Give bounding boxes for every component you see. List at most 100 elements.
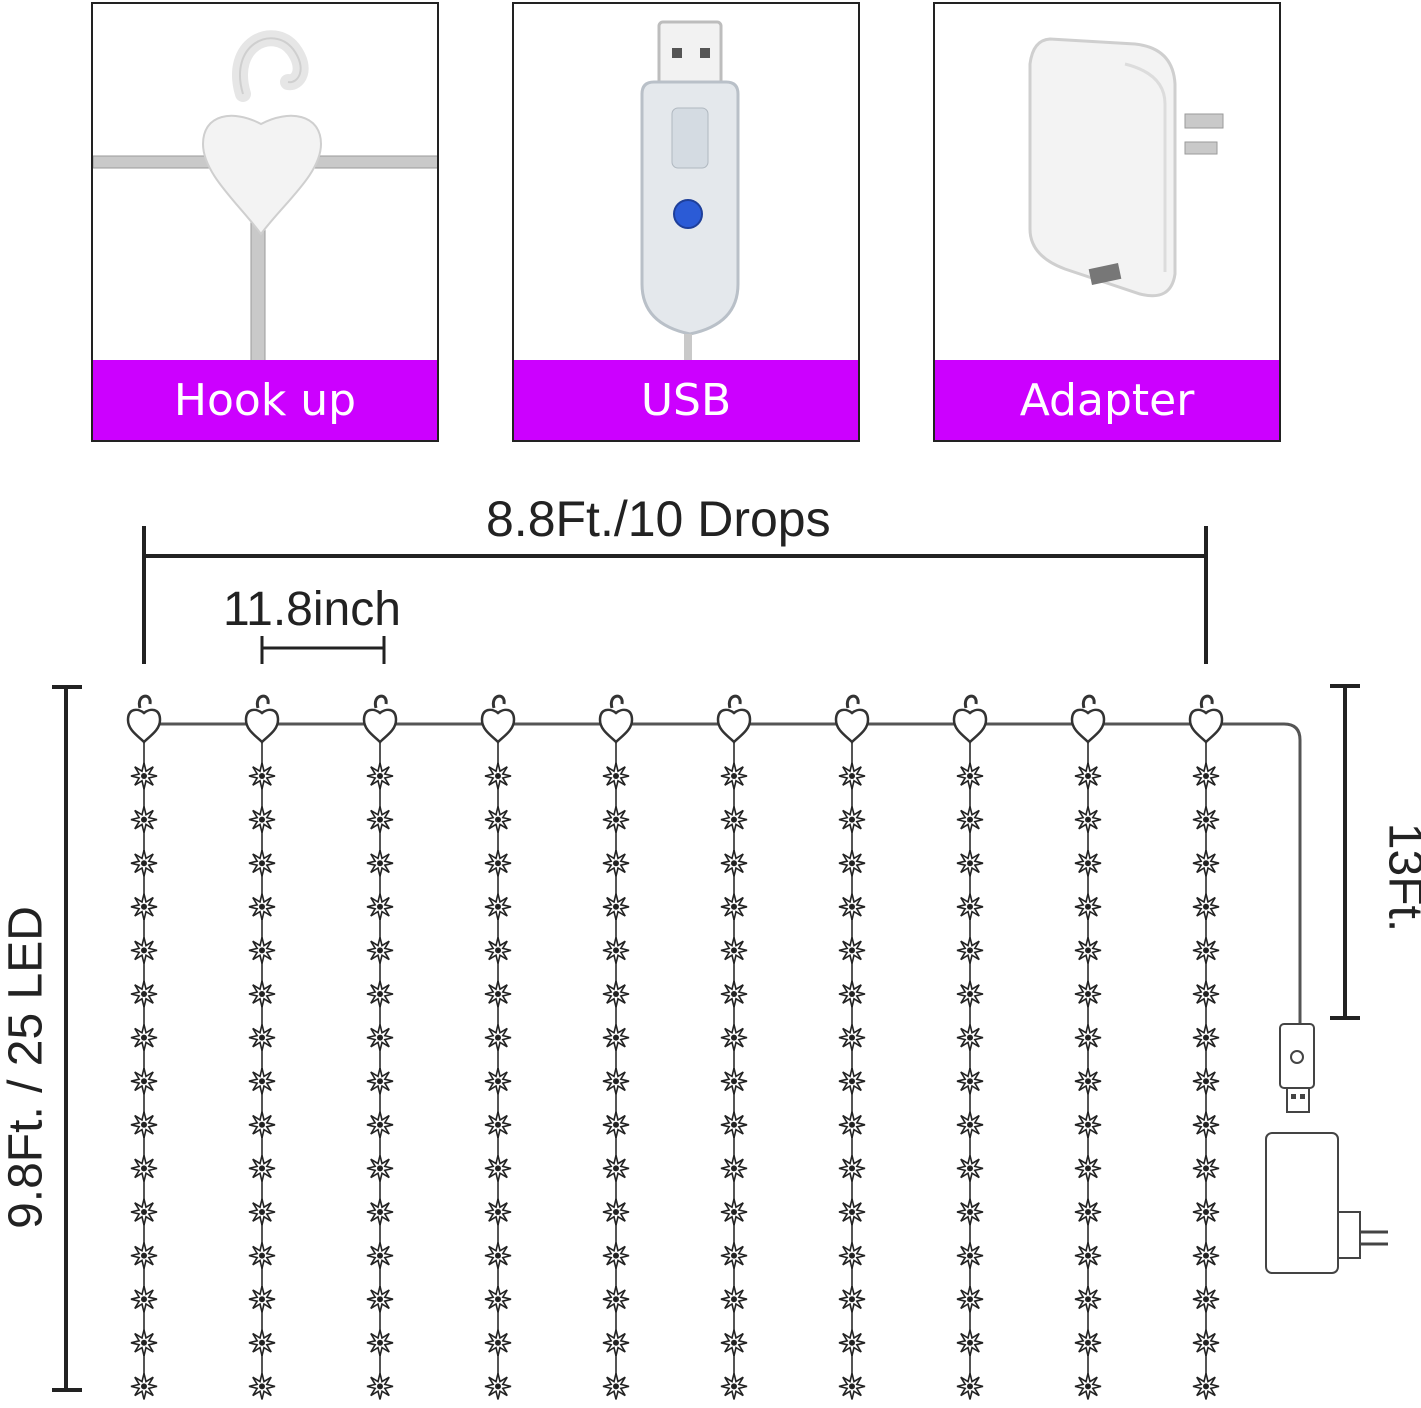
- led-center: [495, 1121, 501, 1128]
- spacing-label: 11.8inch: [223, 583, 401, 636]
- led-center: [613, 1078, 619, 1085]
- led-center: [495, 1078, 501, 1085]
- led-center: [1203, 1034, 1209, 1041]
- led-center: [849, 947, 855, 954]
- led-center: [495, 903, 501, 910]
- led-center: [613, 1209, 619, 1215]
- led-center: [259, 1121, 265, 1128]
- led-center: [849, 903, 855, 910]
- light-drop: [834, 694, 870, 1400]
- led-center: [141, 903, 147, 910]
- led-center: [967, 1034, 973, 1041]
- led-center: [495, 1296, 501, 1303]
- led-center: [141, 860, 147, 867]
- led-center: [731, 903, 737, 910]
- led-center: [613, 1034, 619, 1041]
- led-center: [1203, 1121, 1209, 1128]
- led-center: [1203, 1252, 1209, 1259]
- hook-icon: [491, 694, 506, 709]
- hook-clip: [480, 708, 516, 744]
- led-center: [731, 991, 737, 997]
- led-center: [613, 1252, 619, 1259]
- led-center: [1203, 1383, 1209, 1390]
- led-center: [141, 816, 147, 823]
- hook-clip: [598, 708, 634, 744]
- led-center: [377, 860, 383, 867]
- led-center: [141, 1296, 147, 1303]
- led-center: [613, 947, 619, 954]
- led-center: [1085, 1034, 1091, 1041]
- light-drop: [598, 694, 634, 1400]
- led-center: [259, 1252, 265, 1259]
- led-center: [731, 1078, 737, 1085]
- led-center: [1085, 860, 1091, 867]
- led-center: [377, 991, 383, 997]
- led-center: [377, 773, 383, 779]
- led-center: [613, 1121, 619, 1128]
- usb-plug-icon: [1279, 1023, 1315, 1113]
- led-center: [141, 1209, 147, 1215]
- led-center: [1085, 816, 1091, 823]
- led-center: [377, 1165, 383, 1172]
- led-center: [141, 1078, 147, 1085]
- hook-icon: [1199, 694, 1214, 709]
- led-center: [259, 1296, 265, 1303]
- led-center: [967, 773, 973, 779]
- led-center: [1203, 991, 1209, 997]
- led-center: [1085, 947, 1091, 954]
- led-center: [731, 1209, 737, 1215]
- led-center: [731, 1165, 737, 1172]
- led-center: [259, 773, 265, 779]
- led-center: [495, 773, 501, 779]
- led-center: [377, 816, 383, 823]
- led-center: [259, 1034, 265, 1041]
- cable-length-label: 13Ft.: [1378, 822, 1421, 933]
- light-drops: [126, 694, 1224, 1400]
- led-center: [849, 1209, 855, 1215]
- hook-icon: [1081, 694, 1096, 709]
- light-drop: [952, 694, 988, 1400]
- led-center: [1085, 991, 1091, 997]
- led-center: [495, 816, 501, 823]
- led-center: [141, 1383, 147, 1390]
- led-center: [259, 991, 265, 997]
- led-center: [967, 860, 973, 867]
- led-center: [849, 1383, 855, 1390]
- height-label: 9.8Ft. / 25 LED: [0, 906, 53, 1229]
- led-center: [1203, 1339, 1209, 1346]
- led-center: [141, 1121, 147, 1128]
- adapter-banner: Adapter: [935, 360, 1279, 440]
- led-center: [967, 1078, 973, 1085]
- hook-icon: [93, 30, 437, 364]
- hook-icon: [255, 694, 270, 709]
- led-center: [967, 1339, 973, 1346]
- led-center: [377, 1252, 383, 1259]
- led-center: [141, 1165, 147, 1172]
- led-center: [1203, 947, 1209, 954]
- led-center: [1203, 816, 1209, 823]
- led-center: [849, 860, 855, 867]
- light-drop: [244, 694, 280, 1400]
- hook-clip: [244, 708, 280, 744]
- light-drop: [126, 694, 162, 1400]
- power-adapter-icon: [1028, 37, 1224, 298]
- led-center: [613, 991, 619, 997]
- led-center: [967, 1165, 973, 1172]
- led-center: [967, 991, 973, 997]
- led-center: [495, 1209, 501, 1215]
- led-center: [1085, 1078, 1091, 1085]
- led-center: [967, 1296, 973, 1303]
- led-center: [849, 1339, 855, 1346]
- led-center: [613, 1339, 619, 1346]
- hook-clip: [1188, 708, 1224, 744]
- light-drop: [1188, 694, 1224, 1400]
- led-center: [967, 1383, 973, 1390]
- led-center: [1203, 860, 1209, 867]
- led-center: [731, 816, 737, 823]
- led-center: [731, 947, 737, 954]
- hook-clip: [1070, 708, 1106, 744]
- led-center: [849, 773, 855, 779]
- hook-icon: [609, 694, 624, 709]
- hook-clip: [126, 708, 162, 744]
